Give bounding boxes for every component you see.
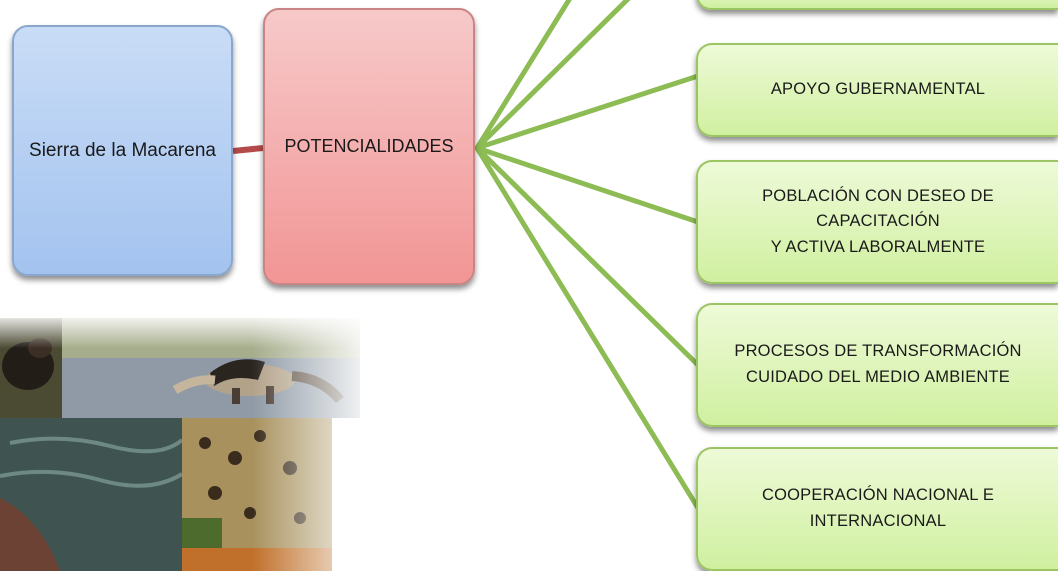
leaf-node-poblacion: POBLACIÓN CON DESEO DE CAPACITACIÓN Y AC… — [696, 160, 1058, 284]
root-node: Sierra de la Macarena — [12, 25, 233, 276]
wildlife-photo-collage — [0, 318, 360, 571]
river-photo — [0, 418, 184, 571]
leaf-node-cooperacion: COOPERACIÓN NACIONAL E INTERNACIONAL — [696, 447, 1058, 571]
leaf-node-procesos: PROCESOS DE TRANSFORMACIÓN CUIDADO DEL M… — [696, 303, 1058, 427]
hub-leaf-connector-3 — [474, 145, 701, 368]
jaguar-photo — [182, 548, 332, 571]
leaf-label: POBLACIÓN CON DESEO DE CAPACITACIÓN Y AC… — [762, 186, 994, 256]
hub-leaf-connector-4 — [474, 145, 701, 511]
hub-leaf-connector-top-b — [474, 0, 631, 151]
leaf-label: APOYO GUBERNAMENTAL — [770, 80, 986, 99]
hub-node-label: POTENCIALIDADES — [284, 136, 454, 156]
leaf-node-apoyo: APOYO GUBERNAMENTAL — [696, 43, 1058, 137]
root-node-label: Sierra de la Macarena — [29, 139, 216, 161]
ocelot-photo — [182, 418, 332, 548]
hub-leaf-connector-1 — [474, 73, 701, 151]
hub-node: POTENCIALIDADES — [263, 8, 475, 285]
root-hub-connector — [232, 145, 264, 154]
leaf-label: PROCESOS DE TRANSFORMACIÓN CUIDADO DEL M… — [734, 342, 1022, 386]
wildlife-photo-art — [0, 318, 360, 571]
leaf-node-top — [696, 0, 1058, 10]
hub-leaf-connector-2 — [474, 145, 701, 225]
primate-photo — [0, 318, 62, 418]
leaf-label: COOPERACIÓN NACIONAL E INTERNACIONAL — [761, 486, 995, 530]
hub-leaf-connector-top-a — [474, 0, 572, 151]
